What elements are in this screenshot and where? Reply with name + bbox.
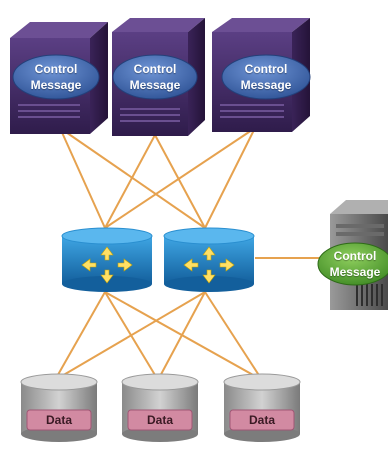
link-router2-db2 [157,291,206,381]
link-server3-router1 [104,127,256,229]
link-router1-db1 [54,291,106,381]
database-3 [223,373,301,442]
link-router1-db3 [104,291,263,381]
control-message-bubble-1 [12,54,100,100]
control-message-bubble-2 [112,54,198,100]
data-label-box [229,409,295,431]
link-server3-router2 [204,127,256,229]
external-control-message-bubble [317,242,388,286]
control-message-bubble-3 [221,54,311,100]
link-router2-db1 [54,291,206,381]
link-router2-db3 [204,291,263,381]
data-label-box [127,409,193,431]
router-arrows-icon [183,246,235,284]
link-server1-router1 [59,127,106,229]
router-1 [61,227,153,292]
link-server2-router1 [104,134,156,229]
connection-links [54,127,330,381]
database-2 [121,373,199,442]
database-1 [20,373,98,442]
data-label-box [26,409,92,431]
link-server2-router2 [154,134,206,229]
router-arrows-icon [81,246,133,284]
